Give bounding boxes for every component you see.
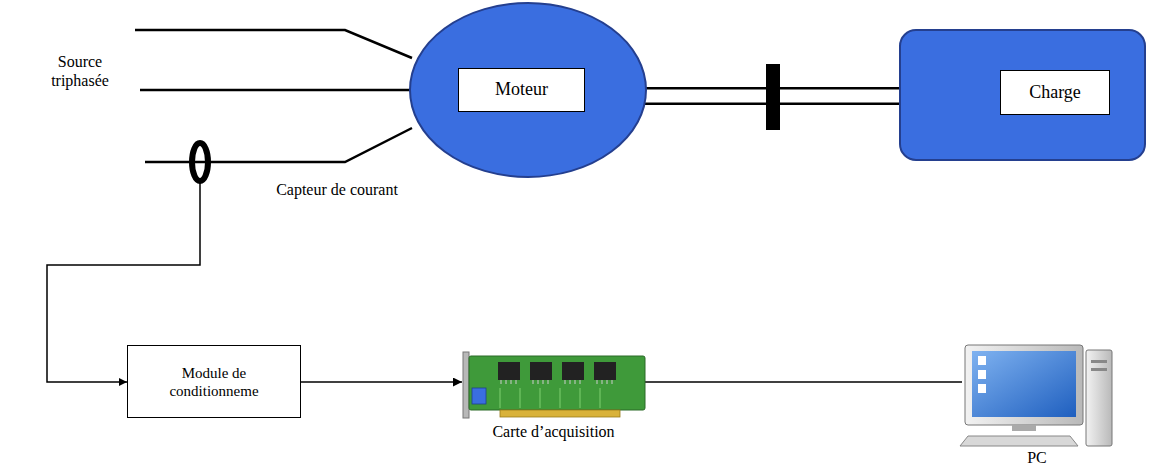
- chip-pin: [543, 380, 544, 384]
- desktop-icon: [978, 384, 986, 393]
- chip-pin: [548, 380, 549, 384]
- chip-pin: [570, 380, 571, 384]
- card-board: [469, 356, 645, 410]
- pc-screen: [972, 351, 1076, 417]
- card-trace: [580, 388, 581, 408]
- chip-pin: [516, 380, 517, 384]
- pc-monitor: [965, 345, 1083, 425]
- pc-drive: [1091, 360, 1107, 363]
- load-box: Charge: [1000, 70, 1110, 115]
- pc-icon: [960, 345, 1112, 446]
- node-text: Moteur: [495, 79, 548, 101]
- desktop-icon: [978, 370, 986, 379]
- chip-pin: [511, 380, 512, 384]
- connector-line: [301, 381, 462, 383]
- desktop-icon: [978, 356, 986, 365]
- supply-line: [135, 30, 412, 58]
- card-trace: [520, 388, 521, 408]
- chip-pin: [501, 380, 502, 384]
- card-trace: [600, 388, 601, 408]
- monitor-stand: [1012, 425, 1036, 431]
- computer: PC: [962, 345, 1112, 467]
- chip-pin: [612, 380, 613, 384]
- card-trace: [500, 388, 501, 408]
- pc-tower: [1086, 350, 1112, 446]
- node-text: Charge: [1029, 82, 1081, 104]
- sensor-label: Capteur de courant: [272, 180, 402, 199]
- supply-label: Source triphasée: [28, 52, 132, 90]
- motor-body: [410, 3, 646, 177]
- node-text: Carte d’acquisition: [492, 422, 614, 441]
- motor-box: Moteur: [458, 68, 585, 112]
- chip-pin: [597, 380, 598, 384]
- card-chip: [562, 362, 584, 380]
- node-text: Module de conditionneme: [138, 364, 290, 400]
- chip-pin: [533, 380, 534, 384]
- signal-connector: [645, 382, 962, 383]
- card-bracket: [463, 352, 469, 418]
- load-body: [900, 30, 1145, 160]
- chip-pin: [602, 380, 603, 384]
- signal-connector: [301, 382, 462, 383]
- chip-pin: [538, 380, 539, 384]
- card-chip: [530, 362, 552, 380]
- shaft-coupling: [766, 64, 780, 130]
- card-chip: [594, 362, 616, 380]
- card-trace: [540, 388, 541, 408]
- card-chip: [498, 362, 520, 380]
- supply-line: [140, 89, 412, 92]
- acquisition-card: Carte d’acquisition: [462, 348, 645, 441]
- current-sensor: [192, 143, 208, 181]
- card-trace: [560, 388, 561, 408]
- connector-line: [645, 381, 962, 383]
- card-edge-connector: [500, 410, 620, 417]
- acquisition-card-icon: [463, 352, 645, 418]
- node-text: PC: [1027, 448, 1047, 467]
- chip-pin: [506, 380, 507, 384]
- chip-pin: [575, 380, 576, 384]
- chip-pin: [565, 380, 566, 384]
- chip-pin: [580, 380, 581, 384]
- pc-drive: [1091, 368, 1107, 371]
- supply-line: [145, 128, 412, 162]
- card-port: [472, 388, 486, 404]
- conditioning-module: Module de conditionneme: [127, 345, 301, 418]
- pc-keyboard: [960, 436, 1078, 446]
- chip-pin: [607, 380, 608, 384]
